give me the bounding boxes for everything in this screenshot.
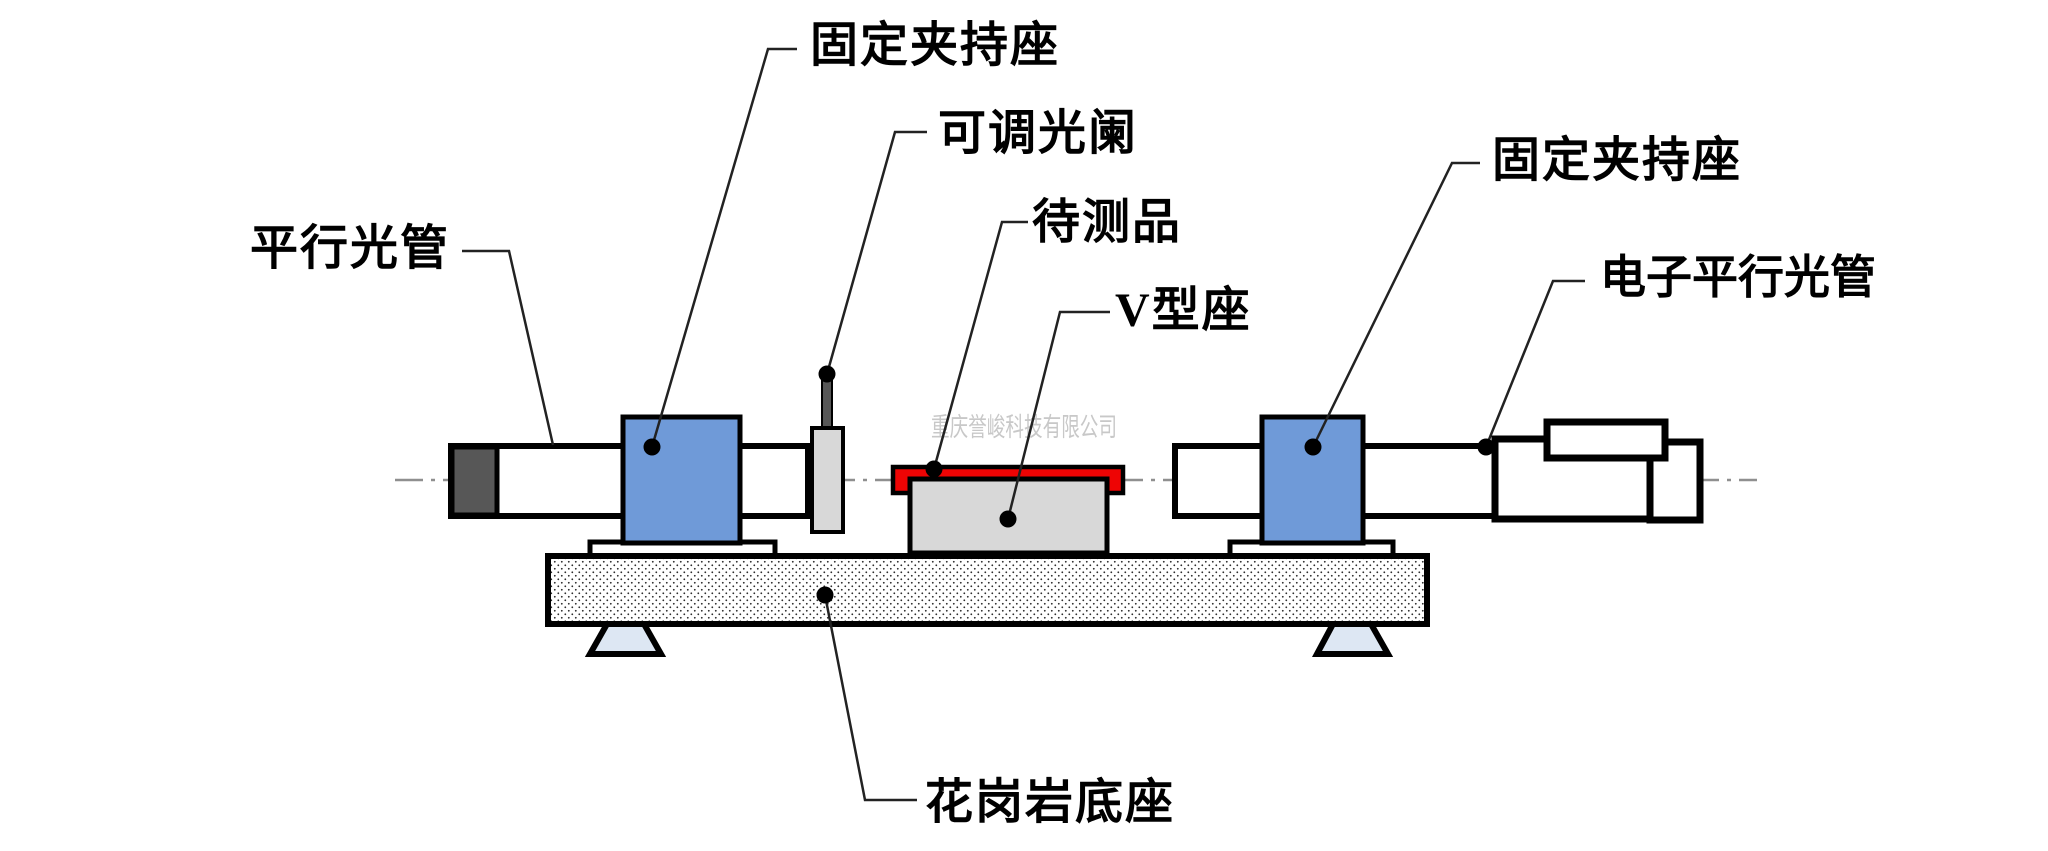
fixed-clamp-block-right — [1259, 414, 1366, 546]
leader-dot-adjustable-aperture — [818, 365, 836, 383]
label-fixed-clamp-left: 固定夹持座 — [810, 19, 1060, 72]
granite-base — [545, 553, 1430, 627]
leader-dot-fixed-clamp-right — [1304, 438, 1322, 456]
label-specimen: 待测品 — [1032, 196, 1182, 249]
base-foot-right — [1312, 621, 1394, 657]
label-adjustable-aperture: 可调光阑 — [938, 107, 1138, 160]
leader-dot-specimen — [925, 460, 943, 478]
leader-dot-granite-base — [816, 586, 834, 604]
label-granite-base: 花岗岩底座 — [925, 776, 1175, 829]
leader-parallel-light-tube — [462, 249, 555, 446]
leader-specimen — [932, 220, 1028, 470]
leader-dot-v-block — [999, 510, 1017, 528]
base-foot-left — [584, 621, 667, 657]
label-parallel-light-tube: 平行光管 — [250, 222, 450, 275]
leader-granite-base — [823, 594, 917, 802]
leader-fixed-clamp-right — [1311, 161, 1480, 448]
fixed-clamp-block-left — [620, 414, 743, 546]
electronic-collimator-top — [1543, 418, 1669, 462]
leader-fixed-clamp-left — [650, 47, 797, 448]
label-v-block: V型座 — [1115, 284, 1252, 337]
tube-end-cap — [449, 444, 500, 518]
watermark-text: 重庆誉峻科技有限公司 — [931, 412, 1117, 442]
leader-electronic-collimator — [1484, 279, 1585, 448]
leader-dot-fixed-clamp-left — [643, 438, 661, 456]
leader-v-block — [1006, 310, 1110, 520]
aperture-plate — [810, 426, 845, 534]
label-electronic-collimator: 电子平行光管 — [1600, 252, 1876, 303]
label-fixed-clamp-right: 固定夹持座 — [1492, 134, 1742, 187]
leader-dot-electronic-collimator — [1477, 438, 1495, 456]
leader-adjustable-aperture — [825, 130, 927, 375]
